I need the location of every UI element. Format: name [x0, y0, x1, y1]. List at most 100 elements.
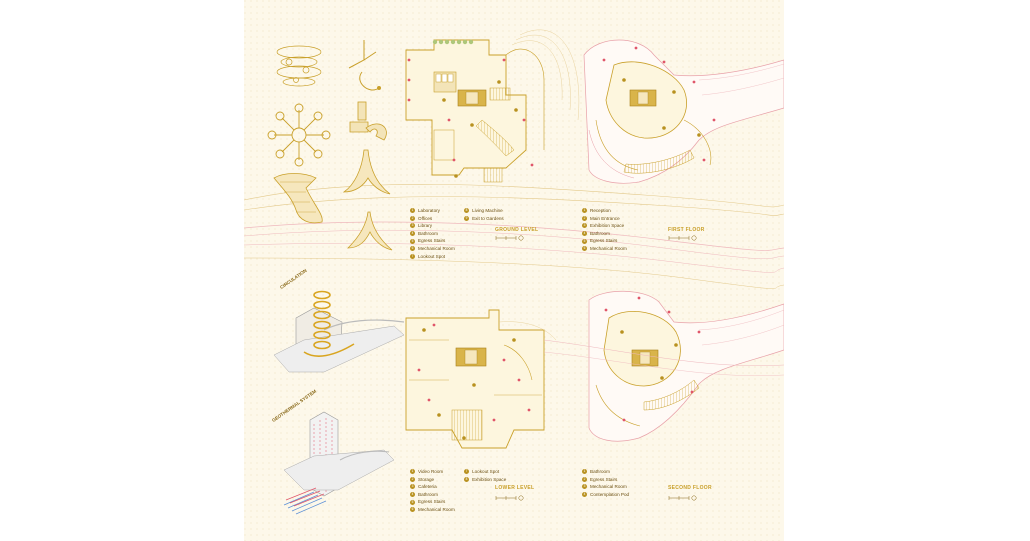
legend-label: Exhibition Space — [472, 476, 507, 482]
legend-marker: 9 — [464, 215, 470, 221]
legend-marker: 5 — [410, 238, 415, 244]
scale-bars — [495, 235, 697, 501]
legend-marker: 5 — [582, 238, 587, 244]
form-study-branch — [348, 40, 381, 91]
site-contours-top — [244, 184, 784, 289]
legend-label: Cafeteria — [418, 484, 437, 490]
plan-title-second: SECOND FLOOR — [668, 485, 712, 491]
legend-label: Mechanical Room — [590, 245, 627, 251]
legend-label: Mechanical Room — [418, 506, 455, 512]
legend-label: Laboratory — [418, 208, 440, 213]
geothermal-axonometric — [283, 411, 395, 515]
form-study-tripod — [342, 149, 393, 251]
legend-marker: 2 — [410, 215, 415, 221]
plan-first-floor — [583, 39, 784, 184]
legend-marker: 1 — [410, 469, 415, 475]
legend-label: Reception — [590, 208, 611, 213]
legend-marker: 3 — [582, 223, 587, 229]
legend-marker: 8 — [464, 476, 470, 482]
plan-second-floor — [588, 290, 784, 442]
legend-label: Exit to Gardens — [472, 215, 504, 221]
legend-label: Lookout Spot — [418, 253, 446, 259]
drawing-canvas — [244, 0, 784, 541]
plan-lower-level — [405, 309, 557, 449]
legend-marker: 3 — [410, 484, 415, 490]
legend-marker: 3 — [410, 223, 415, 229]
legend-label: Egress Stairs — [590, 238, 618, 244]
legend-marker: 2 — [410, 476, 415, 482]
legend-marker: 4 — [410, 492, 415, 498]
legend-label: Mechanical Room — [418, 245, 455, 251]
legend-label: Egress Stairs — [418, 238, 446, 244]
legend-label: Exhibition Space — [590, 223, 625, 229]
legend-marker: 1 — [582, 469, 587, 475]
legend-label: Storage — [418, 476, 435, 482]
legend-label: Library — [418, 223, 433, 229]
legend-marker: 7 — [410, 253, 415, 259]
legend-marker: 6 — [410, 246, 415, 252]
form-study-radial — [267, 103, 331, 167]
plan-title-first: FIRST FLOOR — [668, 227, 705, 233]
legend-label: Main Entrance — [590, 215, 620, 221]
legend-label: Contemplation Pod — [590, 491, 630, 497]
legend-label: Bathroom — [590, 230, 610, 236]
legend-marker: 3 — [582, 484, 587, 490]
legend-marker: 2 — [582, 215, 587, 221]
legend-label: Living Machine — [472, 208, 503, 213]
legend-label: Mechanical Room — [590, 484, 627, 490]
form-study-rings — [276, 45, 322, 87]
plan-title-lower: LOWER LEVEL — [495, 485, 535, 491]
legend-label: Offices — [418, 215, 433, 221]
legend-marker: 8 — [464, 208, 470, 214]
legend-marker: 4 — [582, 231, 587, 237]
legend-label: Bathroom — [418, 230, 438, 236]
legend-label: Bathroom — [590, 469, 610, 474]
site-contours-bottom — [543, 339, 784, 376]
legend-marker: 2 — [582, 476, 587, 482]
legend-marker: 4 — [582, 492, 587, 498]
legend-marker: 1 — [582, 208, 587, 214]
legend-label: Egress Stairs — [418, 499, 446, 505]
plan-title-ground: GROUND LEVEL — [495, 227, 539, 233]
form-study-trumpet — [273, 173, 323, 224]
legend-label: Lookout Spot — [472, 469, 500, 474]
legend-marker: 7 — [464, 469, 470, 475]
legend-label: Bathroom — [418, 491, 438, 497]
